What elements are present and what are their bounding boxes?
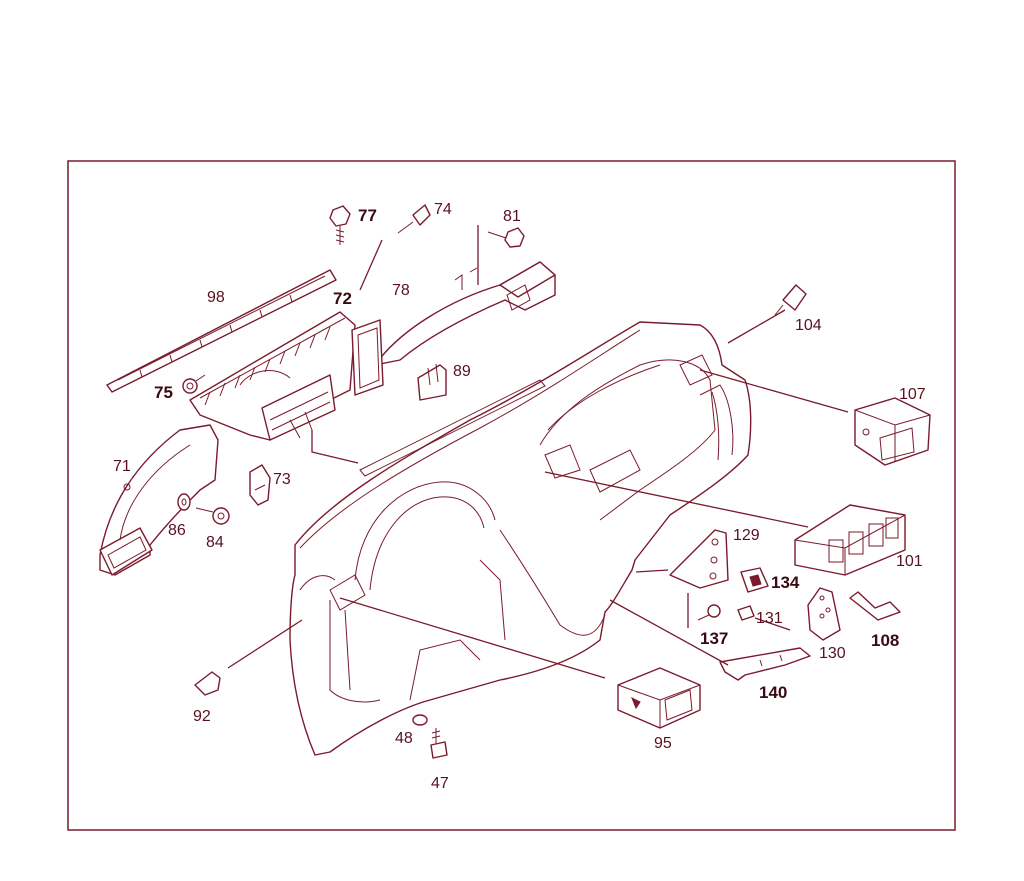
part-81-screw [487,227,525,248]
label-48: 48 [395,730,413,747]
label-95: 95 [654,735,672,752]
part-75-fastener [182,374,206,394]
part-78-upper-duct [351,225,556,396]
part-84-screw [195,507,230,525]
part-71-left-duct [99,424,219,576]
label-104: 104 [795,317,822,334]
label-101: 101 [896,553,923,570]
part-107-vent [854,397,931,466]
label-131: 131 [756,610,783,627]
label-89: 89 [453,363,471,380]
label-86: 86 [168,522,186,539]
label-47: 47 [431,775,449,792]
label-134: 134 [771,573,800,592]
label-107: 107 [899,386,926,403]
label-140: 140 [759,683,787,702]
label-108: 108 [871,631,899,650]
part-labels: 77 74 81 98 72 78 104 89 75 107 71 73 86… [113,201,926,792]
part-77-bolt [329,205,351,245]
part-74-pin [397,204,431,234]
label-73: 73 [273,471,291,488]
part-140-bracket [719,647,811,681]
part-104-clip [774,284,807,316]
label-75: 75 [154,383,173,402]
label-137: 137 [700,629,728,648]
label-130: 130 [819,645,846,662]
part-48-washer [412,714,428,726]
label-98: 98 [207,289,225,306]
label-92: 92 [193,708,211,725]
part-47-screw [430,728,448,759]
part-95-vent [617,667,701,729]
part-89-bracket [417,363,447,401]
part-73-clip [249,464,271,506]
label-129: 129 [733,527,760,544]
dashboard-body [289,321,752,756]
part-130-switch-block [807,587,841,641]
part-131-clip [737,605,755,621]
part-86-washer [177,493,191,511]
part-137-screw [697,604,721,621]
part-98-trim-strip [106,269,337,393]
label-72: 72 [333,289,352,308]
part-72-vent-assembly [189,311,356,441]
part-134-switch [740,567,769,593]
label-77: 77 [358,206,377,225]
part-108-holder [849,591,901,621]
label-74: 74 [434,201,452,218]
label-81: 81 [503,208,521,225]
label-84: 84 [206,534,224,551]
label-78: 78 [392,282,410,299]
label-71: 71 [113,458,131,475]
part-92-clip [194,671,221,696]
diagram-frame [67,160,956,831]
part-129-bracket [669,529,729,589]
part-101-switch-panel [794,504,906,576]
leader-lines [227,239,849,679]
